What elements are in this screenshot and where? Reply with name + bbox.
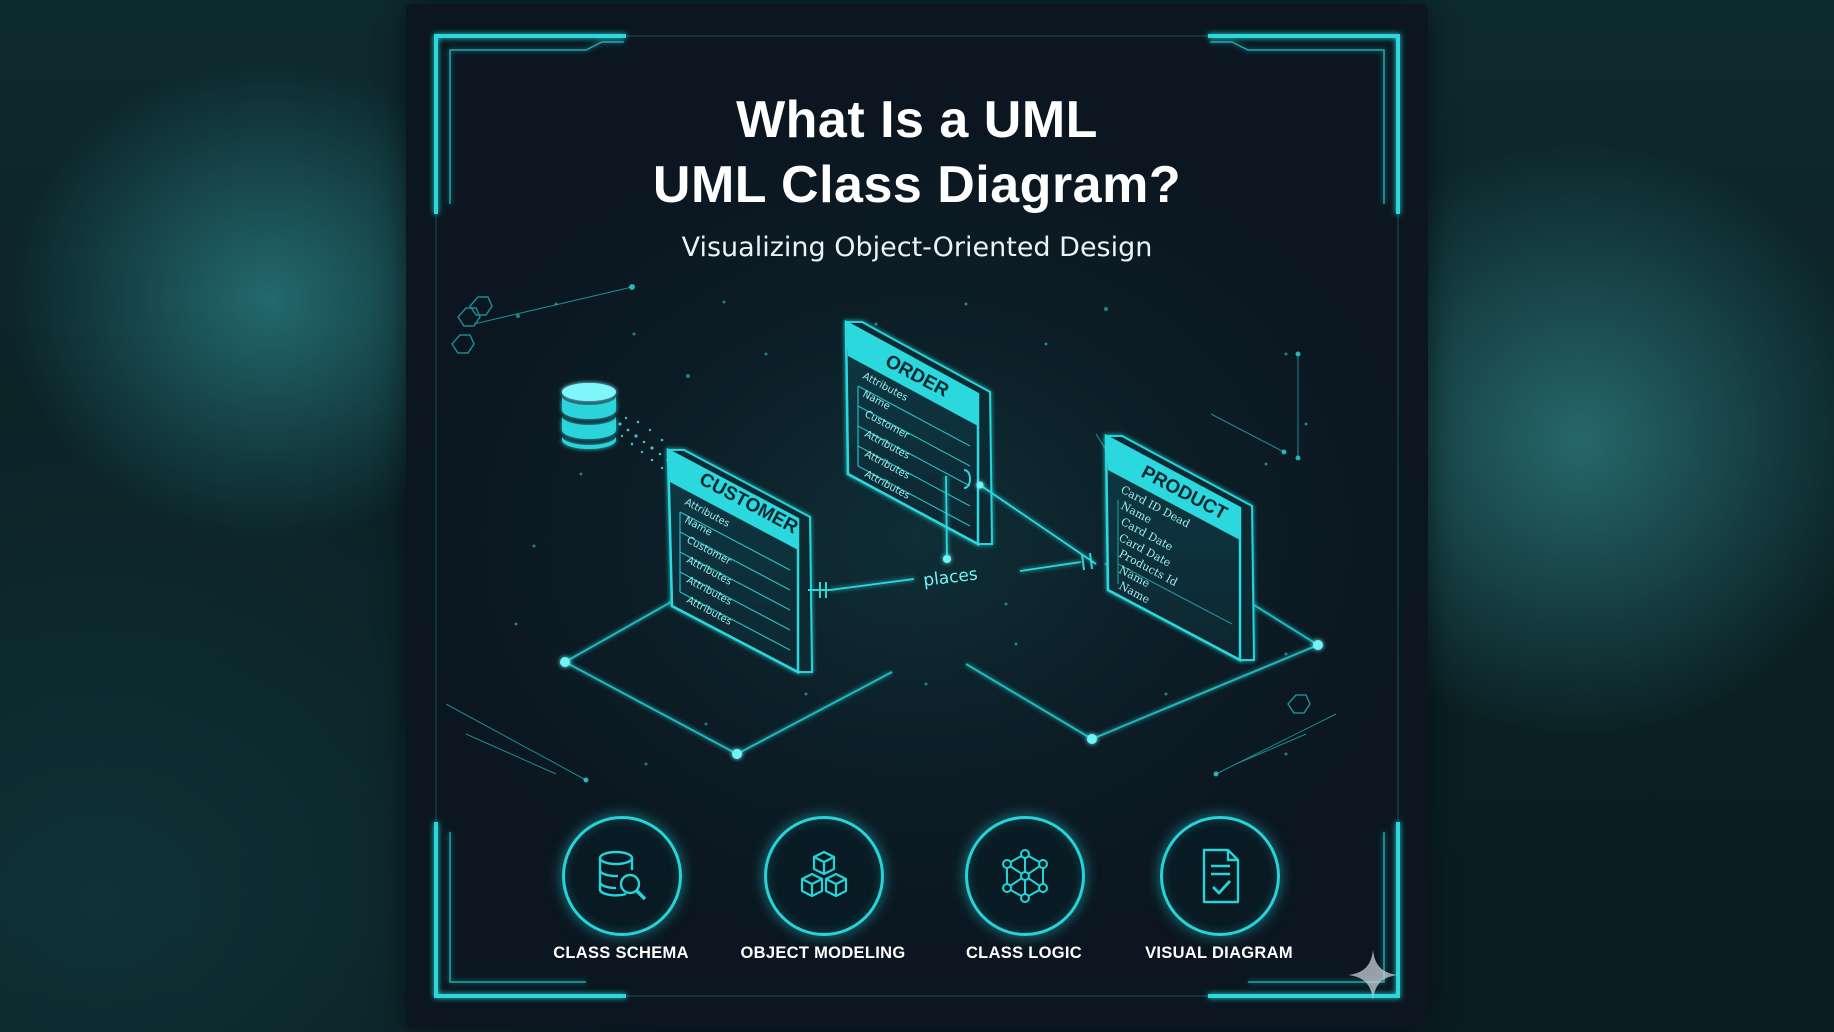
subtitle: Visualizing Object-Oriented Design	[681, 232, 1153, 263]
uml-diagram: CUSTOMER Attributes Name Customer Attrib…	[445, 284, 1337, 783]
feature-class-logic: CLASS LOGIC	[924, 816, 1124, 996]
document-check-icon	[1160, 816, 1280, 936]
network-nodes-icon	[965, 816, 1085, 936]
database-search-icon	[562, 816, 682, 936]
database-icon	[562, 383, 616, 449]
feature-visual-diagram: VISUAL DIAGRAM	[1119, 816, 1319, 996]
title-line-2: UML Class Diagram?	[652, 156, 1182, 214]
neon-frame	[434, 34, 1400, 998]
feature-label: OBJECT MODELING	[740, 944, 906, 962]
sparkle-icon	[1348, 950, 1398, 1000]
cubes-icon	[764, 816, 884, 936]
feature-label: VISUAL DIAGRAM	[1145, 944, 1293, 962]
class-product	[1104, 433, 1256, 663]
class-order	[844, 319, 994, 547]
feature-class-schema: CLASS SCHEMA	[521, 816, 721, 996]
relationship-label: places	[922, 564, 979, 591]
infographic-card: What Is a UML UML Class Diagram? Visuali…	[406, 4, 1428, 1028]
feature-object-modeling: OBJECT MODELING	[723, 816, 923, 996]
relationship-lines	[829, 475, 1097, 591]
particle-dots	[514, 300, 1308, 766]
feature-label: CLASS SCHEMA	[553, 944, 689, 962]
title-line-1: What Is a UML	[736, 91, 1098, 149]
multiplicity-marks	[808, 469, 1093, 598]
feature-label: CLASS LOGIC	[965, 944, 1083, 962]
